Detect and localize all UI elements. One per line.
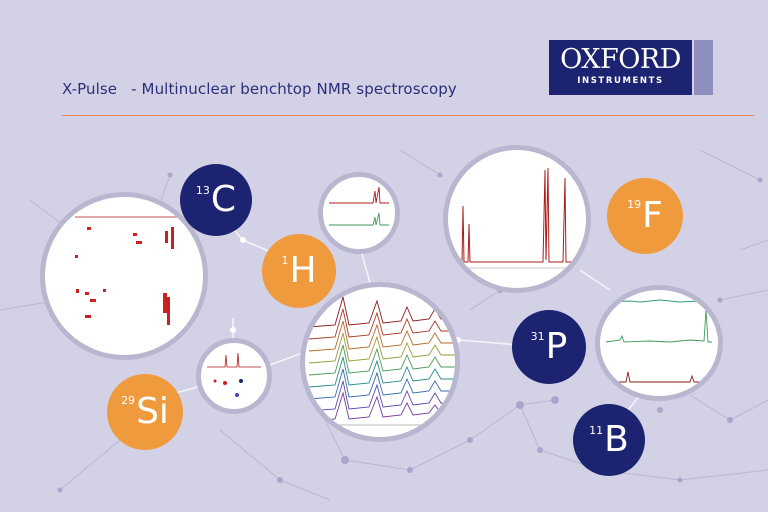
spectrum-waterfall-icon: [308, 296, 455, 426]
spectrum-multi-icon: [605, 299, 713, 383]
nucleus-mass-label: 31: [530, 330, 545, 343]
oxford-instruments-logo: OXFORD INSTRUMENTS: [549, 40, 713, 95]
nucleus-symbol: B: [604, 419, 629, 460]
nucleus-symbol: P: [545, 326, 568, 367]
nucleus-mass-label: 19: [627, 198, 642, 211]
logo-box: [549, 40, 692, 95]
header-divider: [62, 115, 754, 116]
spectrum-2d-large: [40, 192, 208, 360]
page-title: X-Pulse - Multinuclear benchtop NMR spect…: [62, 80, 457, 98]
nucleus-symbol: C: [210, 179, 237, 220]
spectrum-multi: [595, 285, 723, 401]
nucleus-mass-label: 29: [121, 394, 136, 407]
spectrum-2d-small: [196, 338, 272, 414]
logo-subtitle: INSTRUMENTS: [577, 76, 664, 86]
spectrum-1d-icon: [456, 167, 582, 269]
spectrum-2d-icon: [75, 216, 185, 325]
spectrum-waterfall: [300, 282, 460, 442]
nucleus-symbol: Si: [136, 391, 169, 432]
nucleus-symbol: H: [289, 250, 317, 291]
logo-side-bar: [694, 40, 713, 95]
spectrum-stacked-small: [318, 172, 400, 254]
nucleus-mass-label: 1: [281, 254, 289, 267]
nucleus-symbol: F: [642, 195, 663, 236]
spectrum-2d-small-icon: [207, 352, 261, 397]
nucleus-mass-label: 13: [195, 184, 210, 197]
spectrum-fluorine: [443, 145, 591, 293]
spectrum-stack-icon: [329, 186, 389, 226]
logo-wordmark: OXFORD: [560, 44, 681, 75]
nucleus-mass-label: 11: [589, 424, 604, 437]
product-tagline: - Multinuclear benchtop NMR spectroscopy: [131, 80, 457, 98]
product-name: X-Pulse: [62, 80, 118, 98]
